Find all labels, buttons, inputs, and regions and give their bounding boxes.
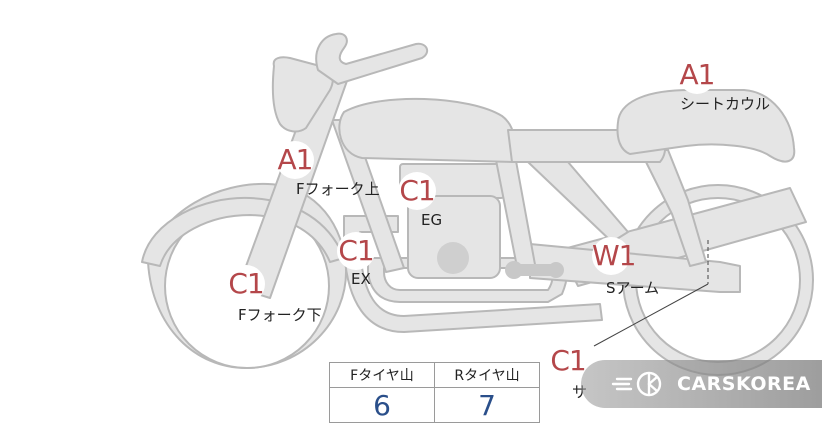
tire-tread-table: Fタイヤ山 Rタイヤ山 6 7 [329,362,540,423]
grade-badge: A1 [678,56,716,94]
pivot [505,261,564,279]
grade-badge: C1 [227,265,265,303]
part-label: Fフォーク上 [296,180,380,198]
part-label: シートカウル [680,95,771,113]
rear-tire-value: 7 [434,387,540,423]
grade-badge: W1 [592,237,637,275]
front-tire-header: Fタイヤ山 [329,362,435,388]
grade-badge: C1 [398,172,436,210]
swing-arm [529,243,741,293]
engine-block [399,163,505,279]
fuel-tank [338,97,517,163]
grade-badge: C1 [549,342,587,380]
carskorea-watermark: CARSKOREA [581,360,822,408]
part-label: Fフォーク下 [238,306,322,324]
brand-name: CARSKOREA [677,373,811,395]
part-label: Sアーム [606,279,660,297]
part-label: EG [421,211,443,229]
headlight-cowl [271,56,334,133]
seat [616,89,796,163]
grade-badge: C1 [337,232,375,270]
front-tire-value: 6 [329,387,435,423]
carskorea-logo-icon [611,371,662,397]
handlebar [315,32,429,85]
grade-badge: A1 [276,141,314,179]
part-label: EX [351,270,371,288]
rear-tire-header: Rタイヤ山 [434,362,540,388]
